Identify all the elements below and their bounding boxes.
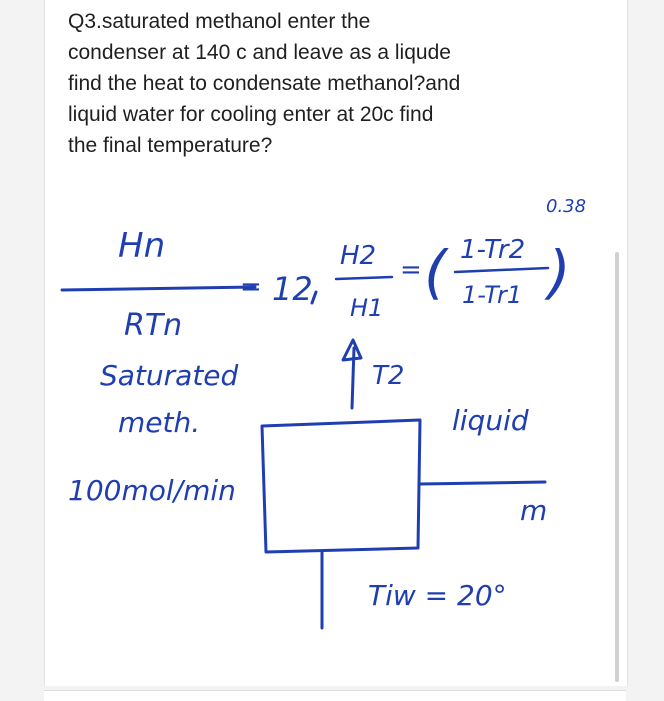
condenser-box (260, 418, 422, 554)
ratio-top: 1-Tr2 (460, 235, 525, 265)
h-ratio-line (334, 275, 394, 281)
question-line: find the heat to condensate methanol?and (68, 72, 461, 95)
paren-open: ( (424, 238, 449, 306)
h2-label: H2 (340, 241, 376, 271)
question-card (44, 0, 628, 686)
m-label: m (520, 494, 547, 527)
eq-rhs-value: 12 (272, 270, 313, 308)
scrollbar[interactable] (615, 252, 619, 682)
paren-close: ) (544, 238, 571, 306)
ratio-bottom: 1-Tr1 (462, 281, 522, 309)
comma-mark (310, 290, 318, 305)
question-line: Q3.saturated methanol enter the (68, 10, 371, 33)
meth-label: meth. (118, 406, 200, 439)
liquid-label: liquid (452, 404, 529, 437)
ratio-line (453, 266, 550, 274)
fraction-line (60, 285, 257, 292)
equals-sign: = (240, 272, 262, 302)
water-pipe (418, 480, 547, 486)
next-card-edge (44, 690, 626, 701)
question-line: condenser at 140 c and leave as a liqude (68, 41, 451, 64)
hn-label: Hn (118, 226, 165, 266)
equals-sign-2: = (400, 255, 422, 285)
rtn-label: RTn (124, 308, 182, 343)
t2-label: T2 (372, 361, 404, 391)
flow-label: 100mol/min (68, 474, 236, 507)
h1-label: H1 (350, 294, 383, 322)
question-line: the final temperature? (68, 134, 273, 157)
outlet-pipe (350, 346, 356, 410)
question-text: Q3.saturated methanol enter the condense… (68, 6, 608, 161)
saturated-label: Saturated (100, 359, 239, 392)
question-line: liquid water for cooling enter at 20c fi… (68, 103, 434, 126)
exponent-label: 0.38 (546, 196, 586, 217)
outlet-arrow-icon (341, 338, 363, 362)
tw-label: Tiw = 20° (368, 579, 507, 612)
